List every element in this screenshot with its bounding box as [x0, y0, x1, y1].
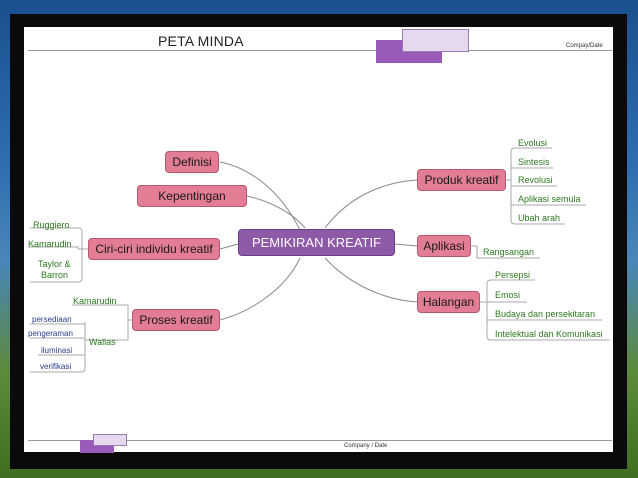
leaf-taylor: Taylor &	[38, 259, 71, 269]
footer-accent-light	[93, 434, 127, 446]
link-ciri-kamarudin	[28, 246, 82, 250]
leaf-persepsi: Persepsi	[495, 270, 531, 280]
link-ciri	[219, 243, 239, 250]
link-ciri-taylor	[30, 249, 83, 283]
link-produk	[324, 179, 418, 229]
leaf-aplikasi-semula: Aplikasi semula	[518, 194, 581, 204]
link-proses-kamarudin	[72, 304, 132, 321]
leaf-intelektual: Intelektual dan Komunikasi	[495, 329, 603, 339]
link-aplikasi-rangsangan	[471, 245, 540, 259]
leaf-budaya: Budaya dan persekitaran	[495, 309, 596, 319]
branch-halangan[interactable]: Halangan	[417, 291, 480, 313]
link-proses	[219, 257, 301, 321]
branch-aplikasi[interactable]: Aplikasi	[417, 235, 471, 257]
branch-definisi[interactable]: Definisi	[165, 151, 219, 173]
slide-title: PETA MINDA	[158, 33, 244, 49]
leaf-emosi: Emosi	[495, 290, 521, 300]
leaf-evolusi: Evolusi	[518, 138, 548, 148]
center-node[interactable]: PEMIKIRAN KREATIF	[238, 229, 395, 256]
leaf-kamarudin-ciri: Kamarudin	[28, 239, 72, 249]
leaf-sintesis: Sintesis	[518, 157, 550, 167]
link-wallas-steps	[30, 322, 86, 373]
link-halangan-persepsi	[486, 279, 535, 302]
branch-kepentingan[interactable]: Kepentingan	[137, 185, 247, 207]
leaf-iluminasi: iluminasi	[41, 346, 73, 355]
leaf-rangsangan: Rangsangan	[483, 247, 535, 257]
branch-ciri-ciri[interactable]: Ciri-ciri individu kreatif	[88, 238, 220, 260]
leaf-barron: Barron	[41, 270, 69, 280]
leaf-ruggiero: Ruggiero	[33, 220, 70, 230]
leaf-ubah-arah: Ubah arah	[518, 213, 561, 223]
leaf-kamarudin-proses: Kamarudin	[73, 296, 117, 306]
header-divider	[28, 50, 612, 51]
link-halangan	[324, 257, 418, 303]
link-definisi	[219, 161, 301, 231]
header-company-date: Compay/Date	[566, 43, 603, 49]
leaf-pengeraman: pengeraman	[28, 329, 73, 338]
link-halangan-leaves	[480, 301, 610, 341]
link-aplikasi	[394, 243, 418, 247]
branch-produk-kreatif[interactable]: Produk kreatif	[417, 169, 506, 191]
leaf-verifikasi: verifikasi	[40, 362, 72, 371]
link-produk-leaves	[506, 179, 565, 225]
branch-proses-kreatif[interactable]: Proses kreatif	[132, 309, 220, 331]
link-ciri-ruggiero	[30, 227, 88, 250]
leaf-revolusi: Revolusi	[518, 175, 553, 185]
header-accent-light	[402, 29, 469, 52]
leaf-wallas: Wallas	[89, 337, 116, 347]
link-produk-evolusi	[510, 147, 552, 180]
footer-divider	[28, 440, 612, 441]
leaf-persediaan: persediaan	[32, 315, 72, 324]
link-kepentingan	[246, 195, 306, 229]
footer-company-date: Company / Date	[344, 443, 388, 449]
